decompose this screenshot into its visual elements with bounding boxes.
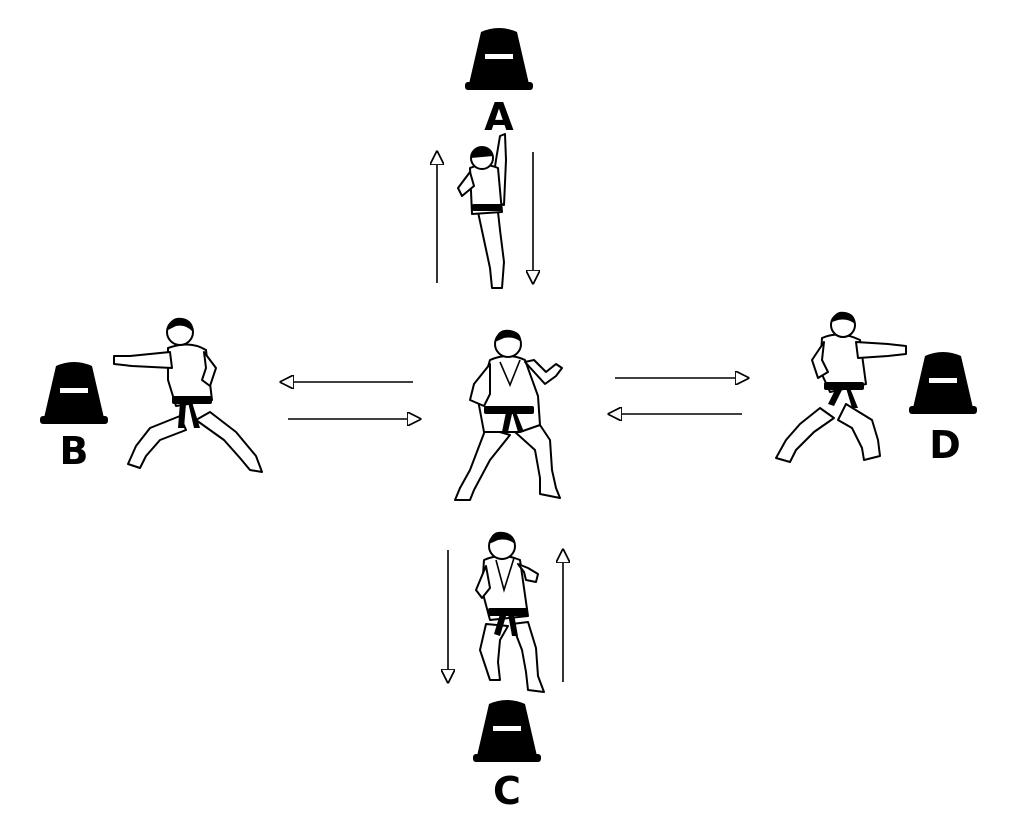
- cone-b-label: B: [60, 429, 89, 473]
- karateka-lunge-punch-right: [775, 311, 907, 463]
- karateka-center-stance: [454, 329, 563, 501]
- karateka-lunge-punch-left: [113, 317, 263, 473]
- cone-d-label: D: [929, 423, 961, 467]
- cone-a-label: A: [484, 95, 514, 139]
- karateka-step-punch-front: [475, 531, 545, 693]
- cone-d: [909, 352, 977, 414]
- cone-a: [465, 28, 533, 90]
- cone-c-label: C: [493, 769, 521, 813]
- cone-b: [40, 362, 108, 424]
- cone-c: [473, 700, 541, 762]
- karateka-front-kick: [457, 133, 507, 289]
